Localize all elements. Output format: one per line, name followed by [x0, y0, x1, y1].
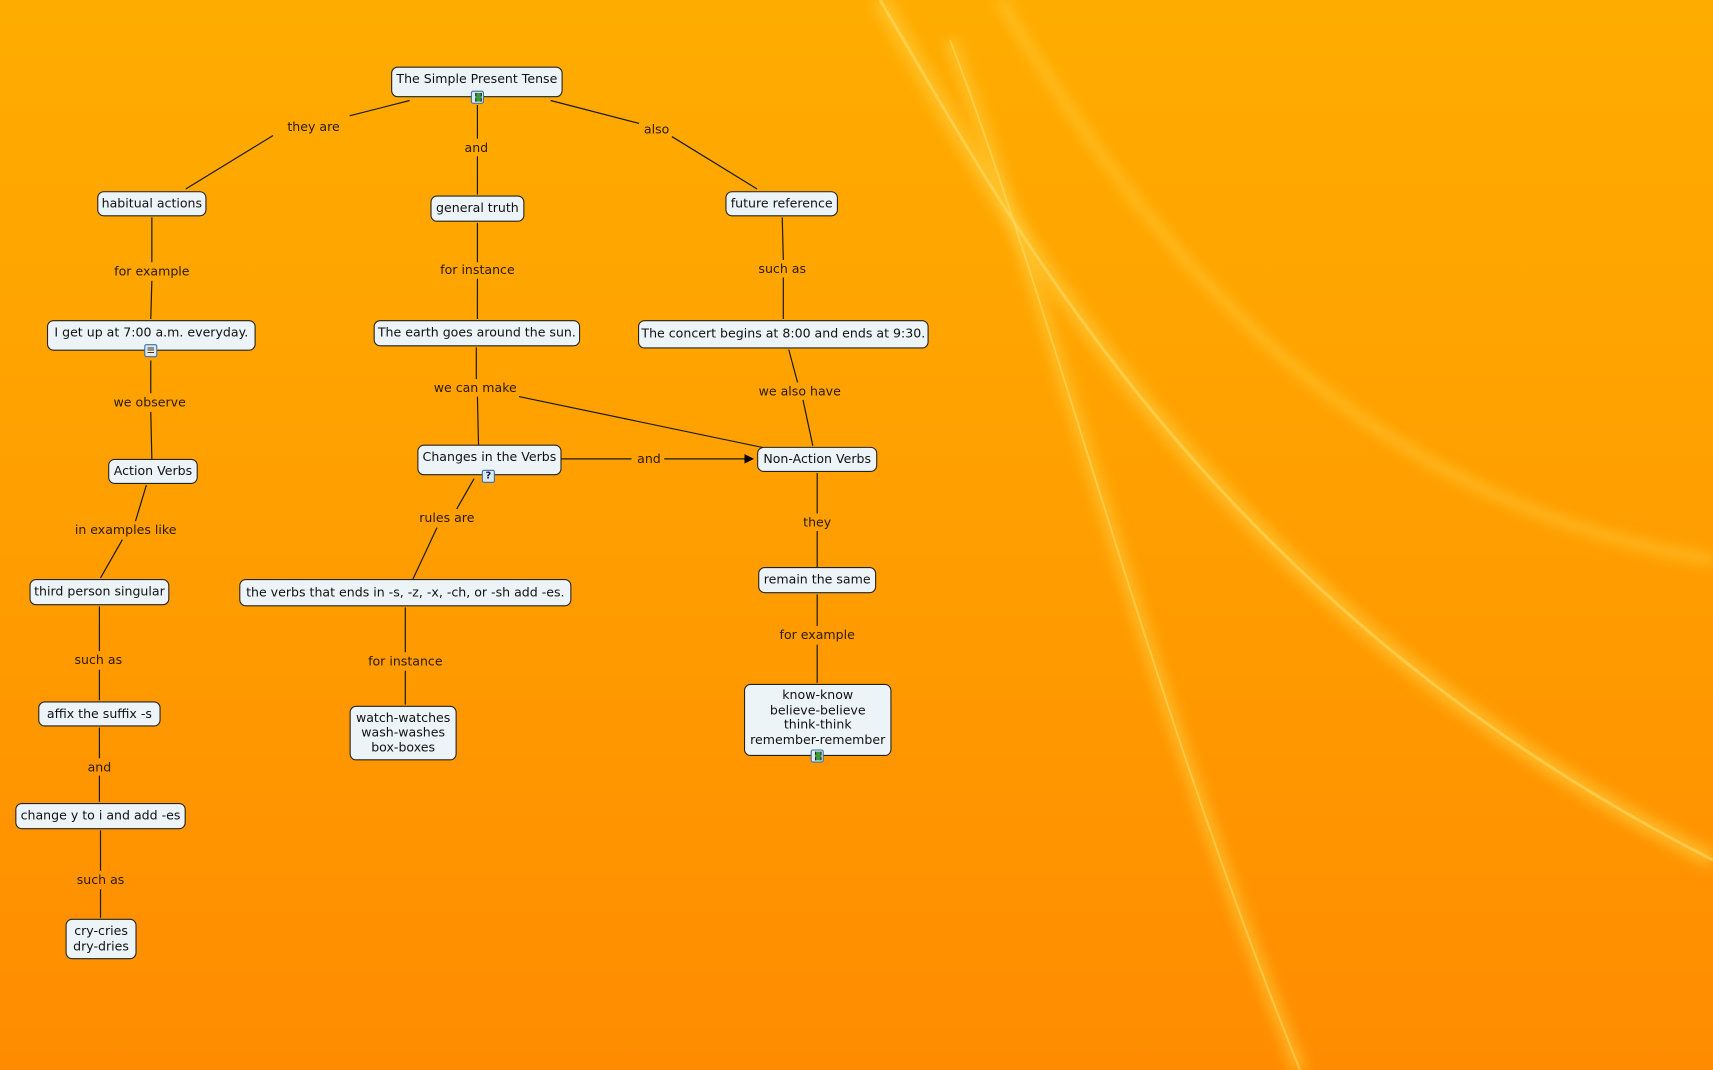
help-document-icon[interactable]: ?	[481, 469, 495, 483]
link-we-observe[interactable]: we observe	[113, 394, 186, 410]
link-for-instance[interactable]: for instance	[368, 653, 443, 669]
video-resource-icon[interactable]	[470, 90, 484, 104]
link-such-as[interactable]: such as	[758, 261, 807, 277]
node-verbs-es[interactable]: the verbs that ends in -s, -z, -x, -ch, …	[239, 579, 572, 607]
link-rules-are[interactable]: rules are	[419, 510, 475, 526]
link-we-also-have[interactable]: we also have	[758, 383, 841, 399]
node-future-reference[interactable]: future reference	[725, 191, 838, 217]
link-we-can-make[interactable]: we can make	[433, 380, 517, 396]
node-change-y[interactable]: change y to i and add -es	[15, 802, 186, 830]
link-they[interactable]: they	[803, 514, 832, 530]
node-third-person[interactable]: third person singular	[29, 579, 170, 606]
link-for-example[interactable]: for example	[779, 627, 855, 643]
link-such-as[interactable]: such as	[74, 652, 123, 668]
link-for-instance[interactable]: for instance	[440, 262, 515, 278]
node-habitual-actions[interactable]: habitual actions	[97, 191, 207, 217]
node-earth-sun[interactable]: The earth goes around the sun.	[373, 320, 581, 347]
link-such-as[interactable]: such as	[76, 871, 125, 888]
node-simple-present-tense[interactable]: The Simple Present Tense	[391, 66, 563, 98]
node-remain-same[interactable]: remain the same	[758, 567, 877, 594]
link-they-are[interactable]: they are	[287, 119, 340, 135]
link-and[interactable]: and	[464, 139, 489, 156]
link-and-arrow[interactable]: and	[637, 451, 661, 467]
node-general-truth[interactable]: general truth	[430, 195, 525, 222]
link-in-examples-like[interactable]: in examples like	[74, 522, 177, 538]
video-resource-icon[interactable]	[810, 749, 824, 763]
link-for-example[interactable]: for example	[114, 263, 190, 279]
node-affix-suffix[interactable]: affix the suffix -s	[38, 701, 161, 727]
link-and[interactable]: and	[87, 759, 112, 775]
image-document-icon[interactable]	[144, 344, 158, 358]
node-concert[interactable]: The concert begins at 8:00 and ends at 9…	[638, 320, 929, 349]
node-action-verbs[interactable]: Action Verbs	[108, 458, 198, 484]
link-also[interactable]: also	[643, 121, 670, 137]
node-non-action-verbs[interactable]: Non-Action Verbs	[757, 446, 878, 472]
